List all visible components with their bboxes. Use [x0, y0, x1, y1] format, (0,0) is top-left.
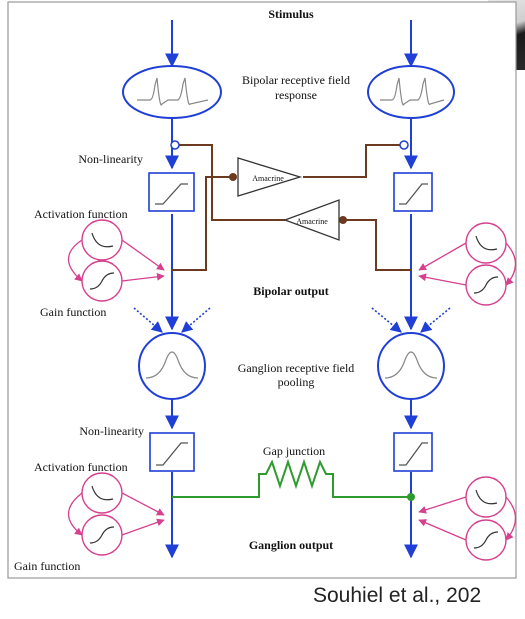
bipolar-rf-left [123, 66, 221, 118]
stimulus-label: Stimulus [268, 7, 314, 21]
amacrine-2-synapse [339, 216, 347, 224]
ganglion-rf-right [378, 333, 444, 399]
bipolar-rf-label-line1: Bipolar receptive field [242, 73, 350, 87]
citation-caption: Souhiel et al., 202 [313, 584, 481, 608]
amacrine-1-synapse [229, 173, 237, 181]
ganglion-rf-label-line1: Ganglion receptive field [238, 361, 355, 375]
ganglion-output-label: Ganglion output [249, 538, 333, 552]
gap-junction-node [407, 493, 415, 501]
ganglion-rf-left [139, 333, 205, 399]
amacrine-2-label: Amacrine [296, 217, 328, 226]
nonlinearity-box-right-top [394, 173, 432, 211]
activation-top-label: Activation function [34, 207, 128, 221]
amacrine-1-label: Amacrine [252, 174, 284, 183]
nonlinearity-box-left-bottom [150, 433, 194, 471]
nonlinearity-box-left-top [149, 173, 194, 211]
gain-bottom-label: Gain function [14, 559, 80, 573]
nonlinearity-box-right-bottom [394, 433, 432, 471]
bipolar-rf-label-line2: response [275, 88, 317, 102]
bipolar-rf-right [368, 66, 454, 118]
synapse-left-top [171, 141, 179, 149]
nonlinearity-bottom-label: Non-linearity [79, 424, 144, 438]
bipolar-output-label: Bipolar output [253, 284, 328, 298]
synapse-right-top [400, 141, 408, 149]
activation-bottom-label: Activation function [34, 460, 128, 474]
nonlinearity-top-label: Non-linearity [78, 152, 143, 166]
gap-junction-label: Gap junction [263, 444, 325, 458]
ganglion-rf-label-line2: pooling [278, 375, 315, 389]
gain-top-label: Gain function [40, 305, 106, 319]
